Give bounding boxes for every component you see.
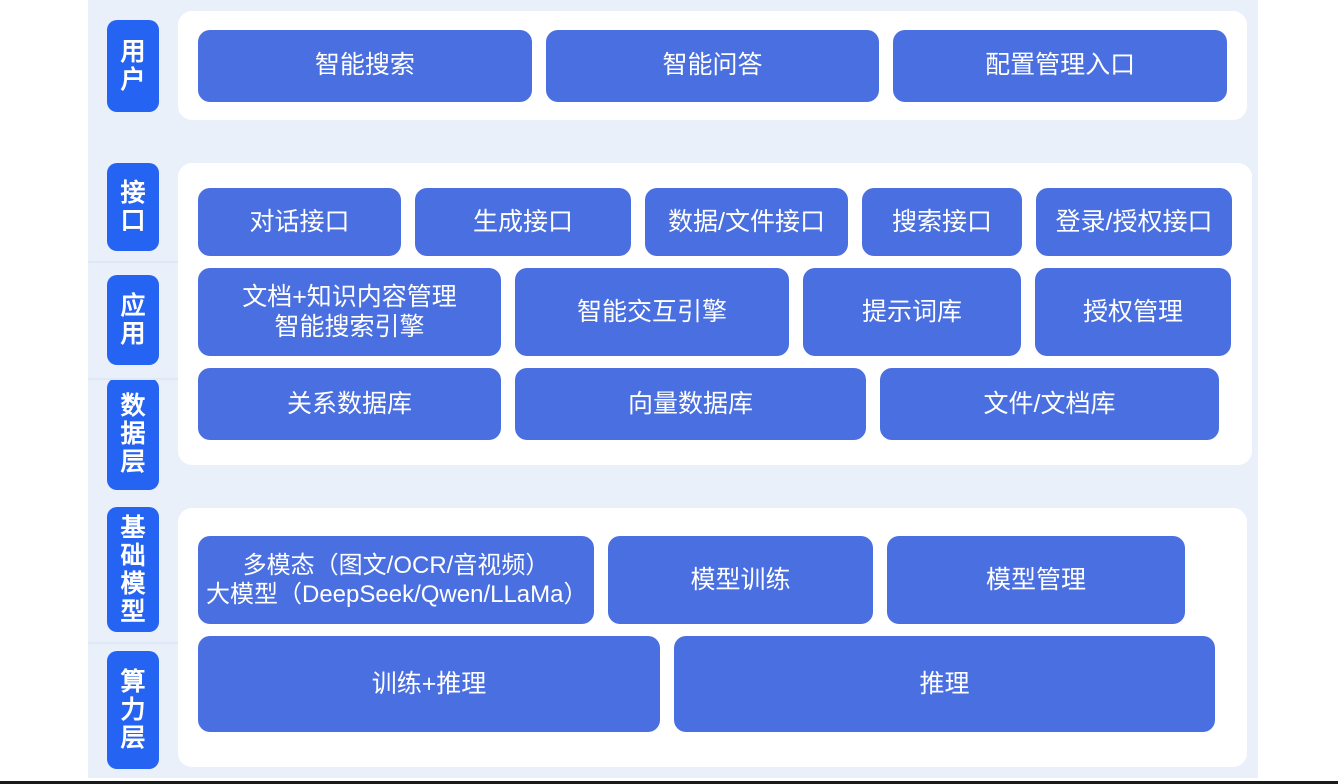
box-row-interface: 对话接口 生成接口 数据/文件接口 搜索接口 登录/授权接口 (198, 188, 1232, 256)
layer-section-users: 用户 智能搜索 智能问答 配置管理入口 (88, 0, 1258, 131)
box-users-config-entry[interactable]: 配置管理入口 (893, 29, 1228, 102)
box-base-model-management[interactable]: 模型管理 (887, 536, 1185, 624)
box-application-doc-knowledge-management[interactable]: 文档+知识内容管理 智能搜索引擎 (198, 268, 501, 356)
box-interface-data-file-api[interactable]: 数据/文件接口 (645, 188, 848, 256)
layer-label-column-base: 基础模型 算力层 (88, 497, 178, 778)
layer-label-users[interactable]: 用户 (107, 19, 159, 112)
box-row-compute: 训练+推理 推理 (198, 636, 1227, 732)
layer-label-interface[interactable]: 接口 (107, 162, 159, 251)
layer-section-base: 基础模型 算力层 多模态（图文/OCR/音视频） 大模型（DeepSeek/Qw… (88, 497, 1258, 778)
layer-label-base-model[interactable]: 基础模型 (107, 507, 159, 632)
box-data-file-document-store[interactable]: 文件/文档库 (880, 368, 1219, 440)
box-data-relational-database[interactable]: 关系数据库 (198, 368, 501, 440)
layer-section-middle: 接口 应用 数据层 对话接口 生成接口 数据/文件接口 搜索接口 登录/授权接口 (88, 152, 1258, 490)
box-interface-login-auth-api[interactable]: 登录/授权接口 (1036, 188, 1232, 256)
layer-label-slot-compute: 算力层 (88, 642, 178, 778)
layer-label-slot-users: 用户 (88, 0, 178, 131)
layer-label-compute-text: 算力层 (120, 668, 146, 752)
layer-label-data[interactable]: 数据层 (107, 378, 159, 490)
box-application-prompt-library[interactable]: 提示词库 (803, 268, 1021, 356)
layer-panel-middle: 对话接口 生成接口 数据/文件接口 搜索接口 登录/授权接口 文档+知识内容管理… (178, 163, 1252, 465)
box-interface-search-api[interactable]: 搜索接口 (862, 188, 1022, 256)
layer-label-users-text: 用户 (120, 37, 146, 94)
layer-label-base-model-text: 基础模型 (120, 513, 146, 626)
box-row-data: 关系数据库 向量数据库 文件/文档库 (198, 368, 1232, 440)
box-row-base-model: 多模态（图文/OCR/音视频） 大模型（DeepSeek/Qwen/LLaMa）… (198, 536, 1227, 624)
box-interface-generation-api[interactable]: 生成接口 (415, 188, 631, 256)
layer-label-slot-base-model: 基础模型 (88, 497, 178, 642)
layer-label-application-text: 应用 (120, 291, 146, 348)
layer-panel-users: 智能搜索 智能问答 配置管理入口 (178, 11, 1247, 120)
box-compute-inference[interactable]: 推理 (674, 636, 1215, 732)
box-row-users: 智能搜索 智能问答 配置管理入口 (198, 29, 1228, 102)
layer-label-slot-interface: 接口 (88, 152, 178, 261)
layer-label-column-users: 用户 (88, 0, 178, 131)
layer-label-interface-text: 接口 (120, 178, 146, 235)
box-base-model-multimodal-llm[interactable]: 多模态（图文/OCR/音视频） 大模型（DeepSeek/Qwen/LLaMa） (198, 536, 594, 624)
layer-panel-base: 多模态（图文/OCR/音视频） 大模型（DeepSeek/Qwen/LLaMa）… (178, 508, 1247, 767)
box-interface-dialog-api[interactable]: 对话接口 (198, 188, 401, 256)
box-application-authorization-management[interactable]: 授权管理 (1035, 268, 1231, 356)
layer-label-slot-data: 数据层 (88, 378, 178, 490)
layer-label-column-middle: 接口 应用 数据层 (88, 152, 178, 490)
layer-label-data-text: 数据层 (120, 392, 146, 476)
box-users-smart-qa[interactable]: 智能问答 (545, 29, 880, 102)
box-compute-training-inference[interactable]: 训练+推理 (198, 636, 660, 732)
layer-label-application[interactable]: 应用 (107, 274, 159, 365)
box-data-vector-database[interactable]: 向量数据库 (515, 368, 866, 440)
box-application-interaction-engine[interactable]: 智能交互引擎 (515, 268, 789, 356)
box-base-model-training[interactable]: 模型训练 (608, 536, 873, 624)
layer-label-compute[interactable]: 算力层 (107, 651, 159, 769)
layer-label-slot-application: 应用 (88, 261, 178, 378)
box-users-smart-search[interactable]: 智能搜索 (198, 29, 532, 102)
box-row-application: 文档+知识内容管理 智能搜索引擎 智能交互引擎 提示词库 授权管理 (198, 268, 1232, 356)
